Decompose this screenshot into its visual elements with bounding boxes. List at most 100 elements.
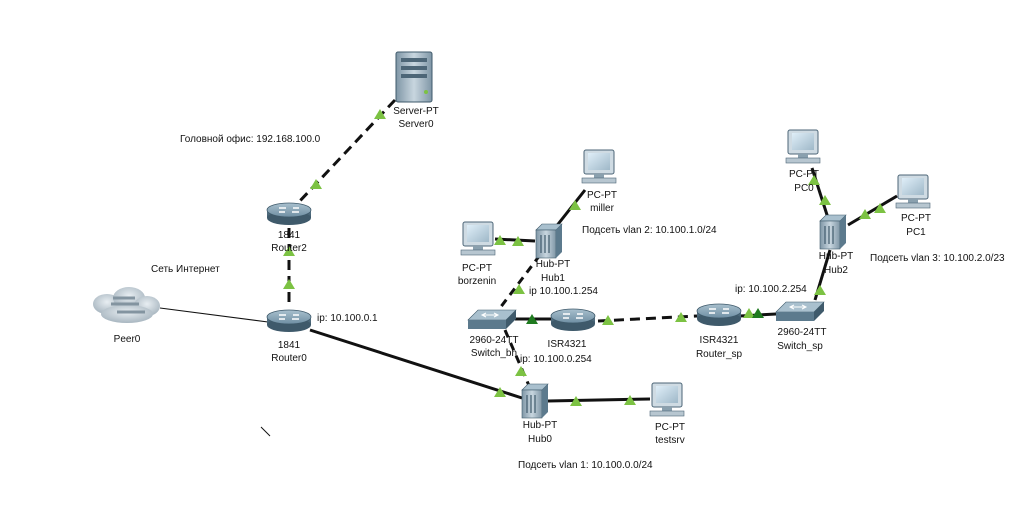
port-light xyxy=(874,203,886,213)
device-name: Hub0 xyxy=(528,434,552,445)
device-name: Hub2 xyxy=(824,265,848,276)
router-icon xyxy=(266,202,312,225)
note-ip-vlan1-gw[interactable]: ip: 10.100.0.254 xyxy=(520,354,592,365)
device-model: PC-PT xyxy=(901,213,931,224)
device-model: 1841 xyxy=(278,340,301,351)
device-model: PC-PT xyxy=(462,263,492,274)
device-router-sp[interactable]: ISR4321 Router_sp xyxy=(696,303,743,360)
hub-icon xyxy=(535,223,563,259)
port-light xyxy=(310,179,322,189)
device-model: Hub-PT xyxy=(523,420,557,431)
device-name: Peer0 xyxy=(114,334,141,345)
port-light xyxy=(675,312,687,322)
link-hub1-switchbh[interactable] xyxy=(498,254,542,309)
port-light xyxy=(512,236,524,246)
device-switch-bh[interactable]: 2960-24TT Switch_bh xyxy=(467,309,519,359)
note-internet[interactable]: Сеть Интернет xyxy=(151,264,220,275)
link-switchbh-hub0[interactable] xyxy=(503,329,532,389)
note-vlan3[interactable]: Подсеть vlan 3: 10.100.2.0/23 xyxy=(870,253,1005,264)
router-icon xyxy=(266,309,312,332)
device-switch-sp[interactable]: 2960-24TT Switch_sp xyxy=(775,301,827,352)
hub-icon xyxy=(521,383,549,419)
device-name: Router_sp xyxy=(696,349,743,360)
device-name: Switch_bh xyxy=(471,348,517,359)
device-model: 2960-24TT xyxy=(470,335,519,346)
hub-icon xyxy=(819,214,847,250)
port-indicators xyxy=(283,109,886,406)
device-name: PC1 xyxy=(906,227,926,238)
device-model: Server-PT xyxy=(393,106,439,117)
device-name: miller xyxy=(590,203,615,214)
port-light xyxy=(374,109,386,119)
device-model: ISR4321 xyxy=(548,339,587,350)
port-light xyxy=(624,395,636,405)
device-model: ISR4321 xyxy=(700,335,739,346)
port-light xyxy=(859,209,871,219)
port-light xyxy=(283,246,295,256)
device-name: PC0 xyxy=(794,183,814,194)
device-server0[interactable]: Server-PT Server0 xyxy=(393,51,439,130)
port-light xyxy=(602,315,614,325)
pc-icon xyxy=(649,382,685,417)
switch-icon xyxy=(775,301,825,321)
device-peer0[interactable]: Peer0 xyxy=(93,287,160,345)
device-name: Router2 xyxy=(271,243,307,254)
device-pc-testsrv[interactable]: PC-PT testsrv xyxy=(649,382,685,446)
note-vlan2[interactable]: Подсеть vlan 2: 10.100.1.0/24 xyxy=(582,225,717,236)
device-name: Server0 xyxy=(398,119,433,130)
port-light xyxy=(569,200,581,210)
router-icon xyxy=(696,303,742,326)
note-ip-router0[interactable]: ip: 10.100.0.1 xyxy=(317,313,378,324)
server-icon xyxy=(395,51,433,103)
device-model: PC-PT xyxy=(587,190,617,201)
device-pc1[interactable]: PC-PT PC1 xyxy=(895,174,931,238)
pc-icon xyxy=(895,174,931,209)
link-pc1-hub2[interactable] xyxy=(847,194,898,227)
device-router0[interactable]: 1841 Router0 xyxy=(266,309,312,364)
cloud-icon xyxy=(93,287,160,323)
device-pc0[interactable]: PC-PT PC0 xyxy=(785,129,821,194)
notes: Головной офис: 192.168.100.0 Сеть Интерн… xyxy=(151,133,1005,471)
device-model: Hub-PT xyxy=(536,259,570,270)
link-peer0-router0[interactable] xyxy=(159,307,269,323)
port-light xyxy=(494,235,506,245)
device-model: PC-PT xyxy=(789,169,819,180)
device-name: Hub1 xyxy=(541,273,565,284)
switch-icon xyxy=(467,309,517,329)
port-light xyxy=(808,175,820,185)
device-router-isr[interactable]: ISR4321 xyxy=(548,308,596,350)
port-light xyxy=(570,396,582,406)
device-hub1[interactable]: Hub-PT Hub1 xyxy=(535,223,570,284)
device-pc-borzenin[interactable]: PC-PT borzenin xyxy=(458,221,496,287)
device-router2[interactable]: 1841 Router2 xyxy=(266,202,312,254)
device-name: Switch_sp xyxy=(777,341,823,352)
device-hub2[interactable]: Hub-PT Hub2 xyxy=(819,214,853,276)
device-model: 2960-24TT xyxy=(778,327,827,338)
port-light xyxy=(513,284,525,294)
port-light xyxy=(283,279,295,289)
note-vlan1[interactable]: Подсеть vlan 1: 10.100.0.0/24 xyxy=(518,460,653,471)
router-icon xyxy=(550,308,596,331)
pc-icon xyxy=(785,129,821,164)
port-light xyxy=(814,285,826,295)
note-ip-vlan3-gw[interactable]: ip: 10.100.2.254 xyxy=(735,284,807,295)
pc-icon xyxy=(460,221,496,256)
note-head-office[interactable]: Головной офис: 192.168.100.0 xyxy=(180,133,321,145)
device-model: Hub-PT xyxy=(819,251,853,262)
pc-icon xyxy=(581,149,617,184)
port-light xyxy=(819,195,831,205)
device-name: Router0 xyxy=(271,353,307,364)
port-light xyxy=(752,308,764,318)
link-hub0-testsrv[interactable] xyxy=(547,397,651,403)
port-light xyxy=(494,387,506,397)
device-name: borzenin xyxy=(458,276,496,287)
stray-mark xyxy=(260,426,271,437)
device-name: testsrv xyxy=(655,435,684,446)
device-pc-miller[interactable]: PC-PT miller xyxy=(581,149,617,214)
device-hub0[interactable]: Hub-PT Hub0 xyxy=(521,383,557,445)
note-ip-vlan2-gw[interactable]: ip 10.100.1.254 xyxy=(529,286,598,297)
port-light xyxy=(743,308,755,318)
link-router0-hub0[interactable] xyxy=(309,328,523,400)
device-model: 1841 xyxy=(278,230,301,241)
